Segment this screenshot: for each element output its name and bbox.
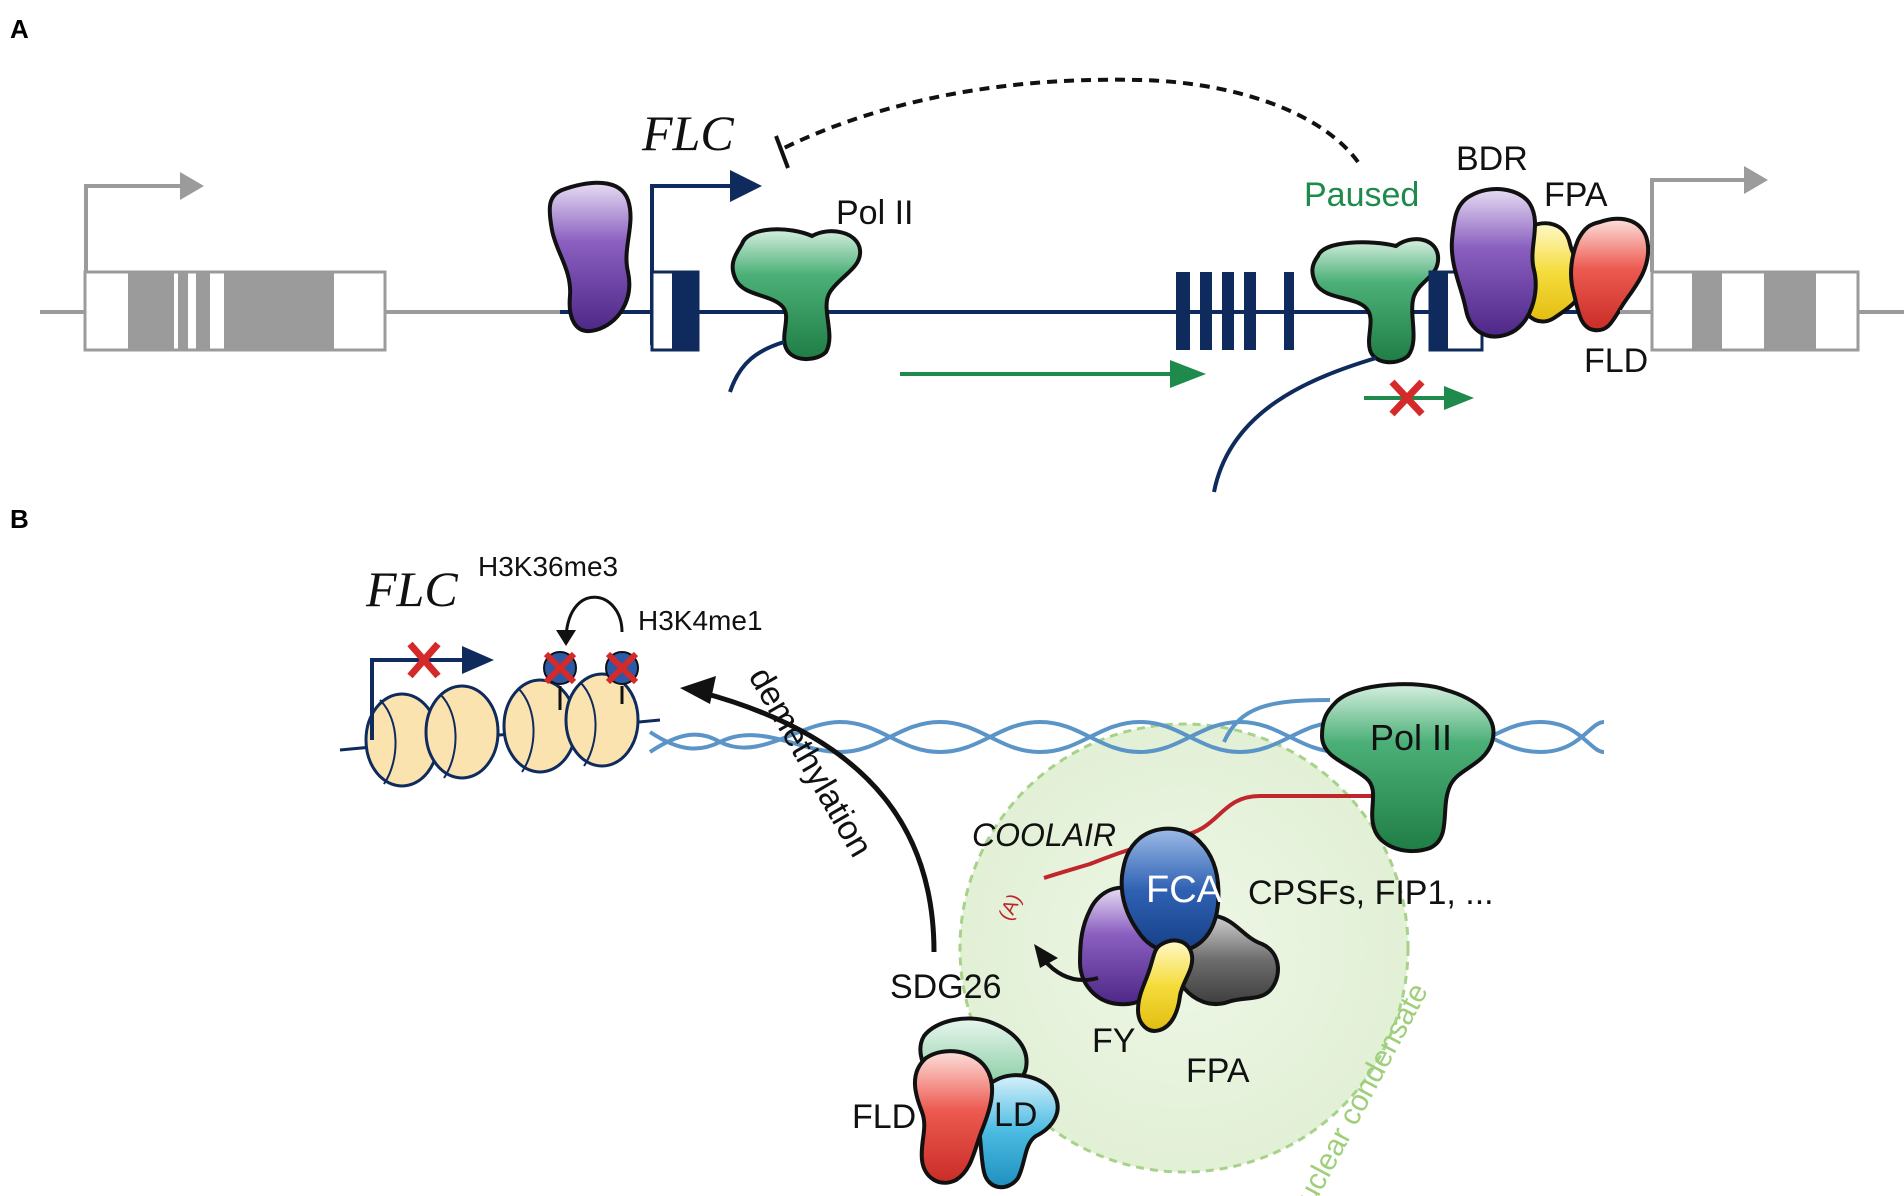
- nascent-rna-left: [728, 340, 785, 393]
- h3k4me1-label: H3K4me1: [638, 605, 763, 636]
- flc-tss-arrow-b: [370, 641, 494, 740]
- flc-exons-cluster: [1176, 272, 1294, 350]
- pol-ii-b: [1319, 682, 1496, 854]
- sdg26-label: SDG26: [890, 968, 1002, 1006]
- left-neighbor-gene: [40, 172, 560, 352]
- pol-ii-left: [730, 227, 863, 361]
- pol-ii-paused: [1310, 237, 1441, 365]
- right-gene-tss-arrow: [1650, 178, 1752, 272]
- left-gene-tss-arrow: [84, 184, 192, 272]
- right-neighbor-gene: [1620, 166, 1904, 352]
- inhibition-bar-icon: [774, 135, 790, 169]
- inhibition-dashed-arc: [779, 77, 1360, 164]
- fy-label: FY: [1092, 1022, 1135, 1060]
- panel-a-letter: A: [10, 14, 29, 44]
- nascent-rna-paused: [1212, 356, 1377, 493]
- fld-label-a: FLD: [1584, 342, 1648, 380]
- elongation-arrow: [900, 360, 1206, 388]
- fpa-label-b: FPA: [1186, 1052, 1250, 1090]
- purple-protein-promoter: [547, 180, 633, 334]
- coolair-label: COOLAIR: [972, 817, 1116, 853]
- polyadenylation-arrow: [1034, 944, 1099, 982]
- paused-label: Paused: [1304, 176, 1419, 214]
- cpsf-label: CPSFs, FIP1, ...: [1248, 874, 1494, 912]
- nucleosome-array: [339, 672, 661, 788]
- panel-a-pol-label: Pol II: [836, 194, 913, 232]
- pol-ii-b-label: Pol II: [1370, 717, 1452, 758]
- demethylation-label: demethylation: [741, 661, 880, 863]
- histone-marks: [543, 595, 639, 710]
- fld-protein-a: [1569, 216, 1651, 333]
- dna-bubble: [1222, 698, 1331, 743]
- panel-b-flc-label: FLC: [365, 561, 458, 617]
- blocked-elongation-arrow: [1364, 379, 1474, 417]
- fpa-protein-b: [1135, 938, 1195, 1033]
- fld-protein-b: [912, 1049, 995, 1185]
- ld-label: LD: [994, 1096, 1037, 1134]
- bdr-label: BDR: [1456, 140, 1528, 178]
- demethylation-arrow: [680, 676, 937, 953]
- h3k36me3-label: H3K36me3: [478, 551, 618, 582]
- fld-label-b: FLD: [852, 1098, 916, 1136]
- bdr-protein: [1449, 187, 1538, 339]
- panel-a-flc-label: FLC: [641, 105, 734, 161]
- fca-label: FCA: [1146, 869, 1223, 911]
- fpa-label-a: FPA: [1544, 176, 1608, 214]
- panel-b-letter: B: [10, 504, 29, 534]
